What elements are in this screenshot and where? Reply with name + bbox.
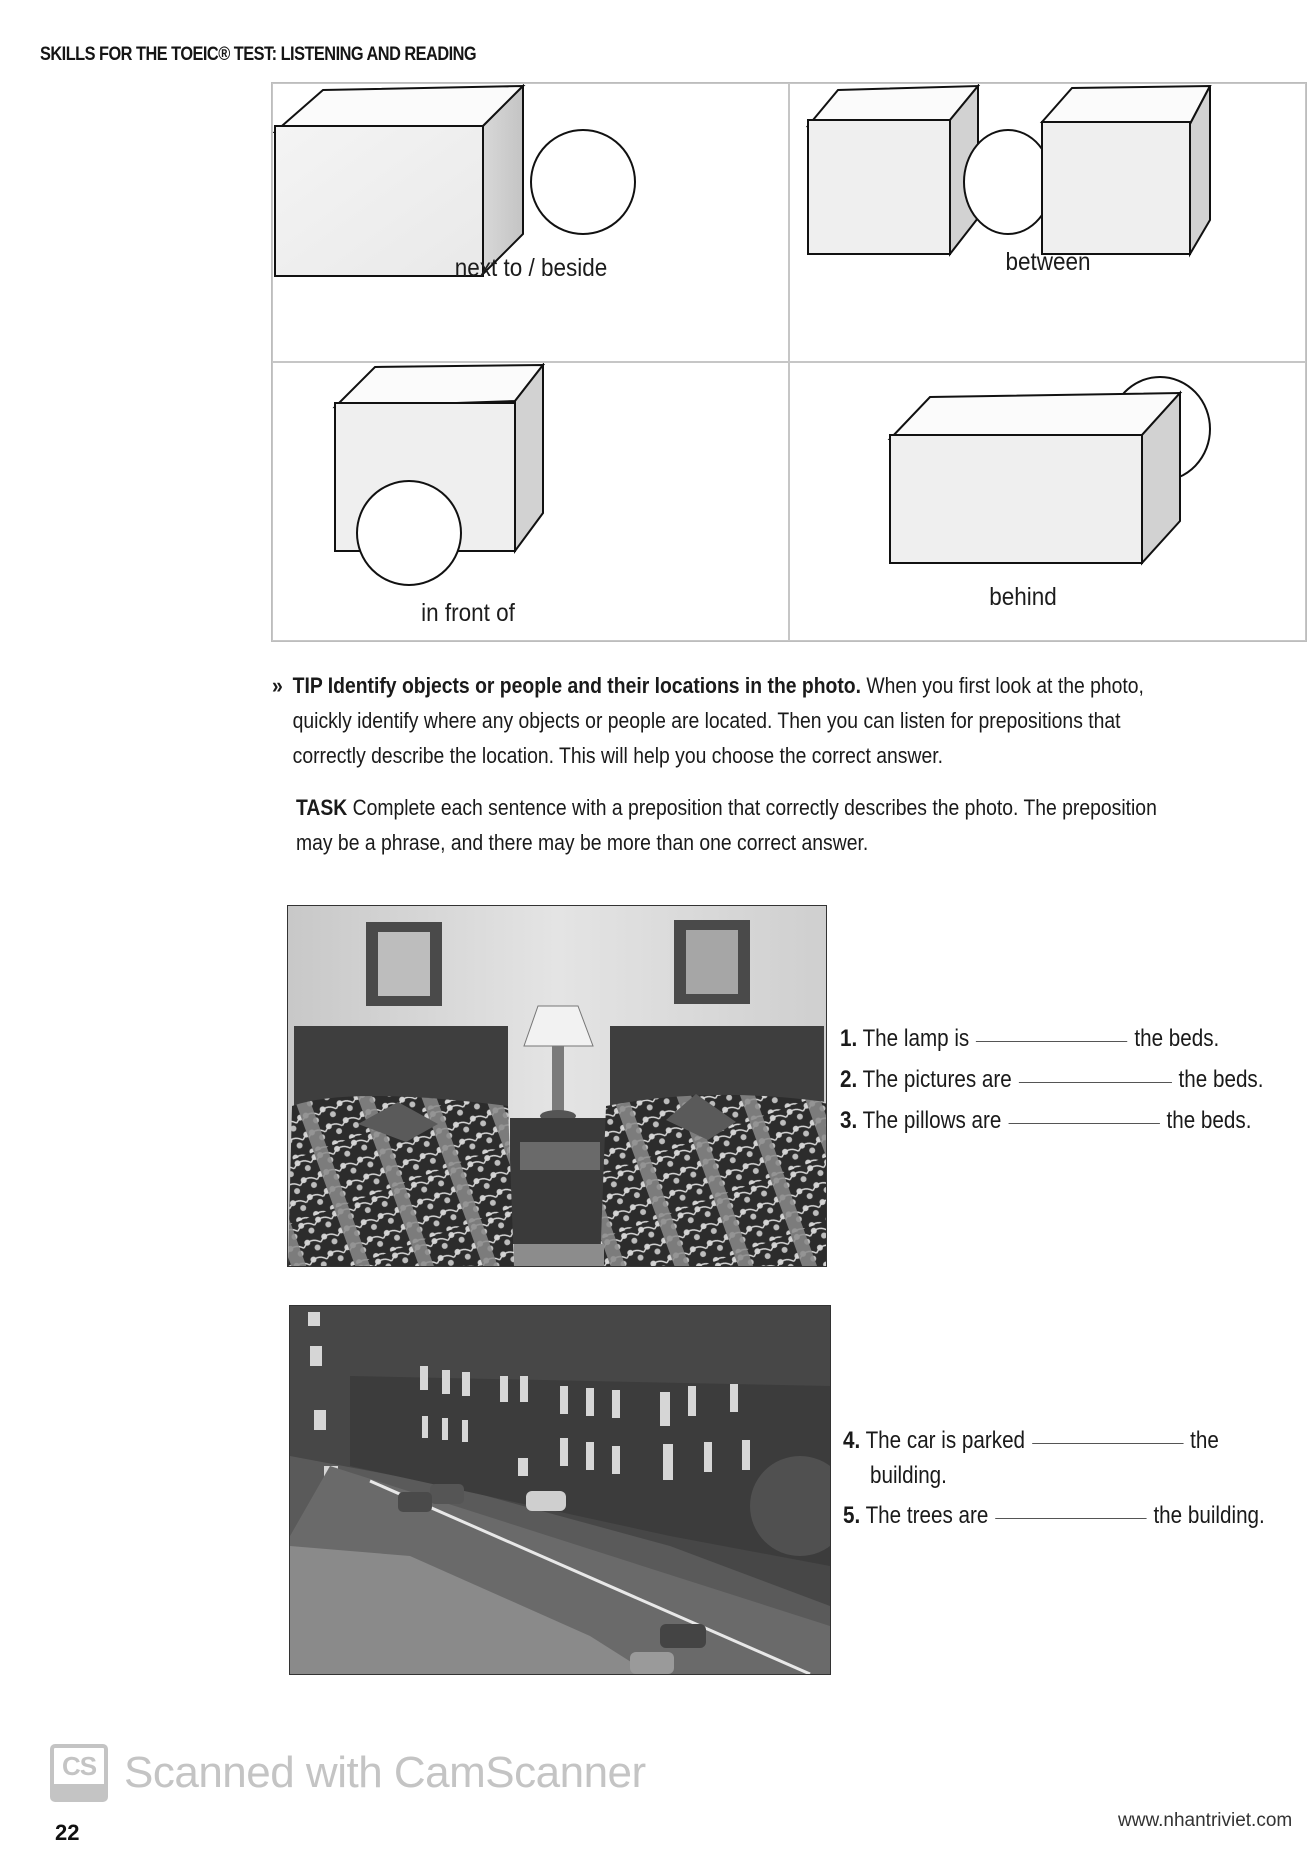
exercise-4-answer-blank[interactable] (1031, 1442, 1184, 1444)
exercise-2-answer-blank[interactable] (1018, 1081, 1172, 1083)
street-building-photo (289, 1305, 831, 1675)
exercise-3-answer-blank[interactable] (1008, 1122, 1160, 1124)
diagram-in-front-of: in front of (272, 362, 789, 641)
exercise-2-number: 2. (840, 1066, 858, 1093)
exercise-4-text-before: The car is parked (865, 1427, 1026, 1454)
preposition-diagram-grid: next to / beside between in front of (271, 82, 1307, 642)
circle-behind-box-illustration (887, 376, 1211, 566)
exercise-4: 4. The car is parked the (843, 1420, 1219, 1461)
page-number: 22 (55, 1820, 80, 1845)
exercise-2-text-after: the beds. (1178, 1066, 1264, 1093)
box-circle-next-to-illustration (273, 84, 636, 277)
running-header: SKILLS FOR THE TOEIC® TEST: LISTENING AN… (40, 44, 477, 65)
watermark-text: Scanned with CamScanner (124, 1748, 646, 1797)
tip-line-2: quickly identify where any objects or pe… (292, 708, 1121, 733)
tip-lead: TIP Identify objects or people and their… (292, 673, 862, 698)
exercise-3-number: 3. (840, 1107, 858, 1134)
label-next-to-beside: next to / beside (454, 254, 608, 282)
exercise-3: 3. The pillows are the beds. (840, 1100, 1251, 1141)
exercise-1-text-before: The lamp is (862, 1025, 970, 1052)
exercise-2-text-before: The pictures are (862, 1066, 1012, 1093)
task-lead: TASK (296, 795, 348, 820)
exercise-4-continuation: building. (870, 1462, 947, 1489)
tip-marker-icon: » (272, 673, 283, 698)
website-url: www.nhantriviet.com (1118, 1810, 1293, 1831)
exercise-1-text-after: the beds. (1134, 1025, 1220, 1052)
camscanner-watermark: CS Scanned with CamScanner (50, 1744, 646, 1802)
exercise-3-text-after: the beds. (1166, 1107, 1252, 1134)
exercise-1-answer-blank[interactable] (976, 1040, 1128, 1042)
tip-paragraph: » TIP Identify objects or people and thei… (272, 668, 1287, 773)
exercise-5-answer-blank[interactable] (995, 1517, 1147, 1519)
exercise-1-number: 1. (840, 1025, 858, 1052)
exercise-3-text-before: The pillows are (862, 1107, 1002, 1134)
diagram-between: between (789, 83, 1306, 362)
circle-in-front-of-box-illustration (332, 363, 546, 586)
exercise-5-number: 5. (843, 1502, 861, 1529)
diagram-behind: behind (789, 362, 1306, 641)
diagram-next-to: next to / beside (272, 83, 789, 362)
exercise-5: 5. The trees are the building. (843, 1495, 1265, 1536)
camscanner-logo-icon: CS (50, 1744, 108, 1802)
label-in-front-of: in front of (421, 599, 515, 627)
task-line-2: may be a phrase, and there may be more t… (296, 830, 869, 855)
exercise-4-text-after: the (1190, 1427, 1219, 1454)
exercise-2: 2. The pictures are the beds. (840, 1059, 1263, 1100)
task-paragraph: TASK Complete each sentence with a prepo… (296, 790, 1285, 860)
tip-line-3: correctly describe the location. This wi… (292, 743, 943, 768)
tip-line-1: When you first look at the photo, (861, 673, 1144, 698)
label-between: between (1005, 248, 1091, 276)
exercise-4-number: 4. (843, 1427, 861, 1454)
hotel-bedroom-photo (287, 905, 827, 1267)
exercise-5-text-after: the building. (1153, 1502, 1265, 1529)
camscanner-logo-text: CS (61, 1751, 97, 1781)
exercise-5-text-before: The trees are (865, 1502, 989, 1529)
label-behind: behind (989, 583, 1057, 611)
task-line-1: Complete each sentence with a prepositio… (347, 795, 1157, 820)
exercise-1: 1. The lamp is the beds. (840, 1018, 1219, 1059)
circle-between-boxes-illustration (805, 84, 1212, 258)
